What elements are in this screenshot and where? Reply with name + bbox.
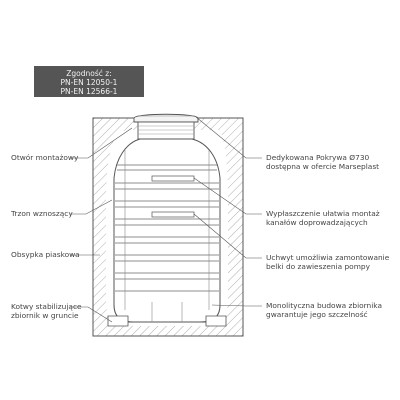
label-sand-backfill: Obsypka piaskowa: [11, 250, 80, 259]
stabilizing-anchor-left: [107, 315, 129, 327]
leader-lines-right: [193, 116, 262, 307]
label-mounting-opening: Otwór montażowy: [11, 153, 79, 162]
label-cover-line2: dostępna w ofercie Marseplast: [266, 162, 380, 171]
sand-backfill: [93, 118, 243, 336]
leader-lines-left: [70, 127, 133, 323]
tank-ribs: [115, 164, 219, 292]
standards-badge: Zgodność z: PN-EN 12050-1 PN-EN 12566-1: [34, 66, 144, 97]
label-flat-line2: kanałów doprowadzających: [266, 218, 368, 227]
label-monolithic-line2: gwarantuje jego szczelność: [266, 310, 368, 319]
label-monolithic-line1: Monolityczna budowa zbiornika: [266, 301, 382, 310]
standard-item: PN-EN 12566-1: [60, 87, 118, 96]
label-handle-line2: belki do zawieszenia pompy: [266, 262, 370, 271]
pump-beam-handle: [151, 211, 195, 218]
tank-body: [113, 138, 221, 323]
label-anchors-line2: zbiornik w gruncie: [11, 311, 79, 320]
label-cover-line1: Dedykowana Pokrywa Ø730: [266, 153, 370, 162]
label-riser-shaft: Trzon wznoszący: [11, 209, 73, 218]
cover-lid: [133, 113, 199, 123]
label-handle-line1: Uchwyt umożliwia zamontowanie: [266, 253, 390, 262]
label-anchors-line1: Kotwy stabilizujące: [11, 302, 82, 311]
stabilizing-anchor-right: [205, 315, 227, 327]
inlet-flat-pad: [151, 175, 195, 182]
standard-item: PN-EN 12050-1: [60, 78, 118, 87]
label-flat-line1: Wypłaszczenie ułatwia montaż: [266, 209, 380, 218]
standards-heading: Zgodność z:: [66, 69, 112, 78]
riser-shaft: [137, 121, 195, 140]
